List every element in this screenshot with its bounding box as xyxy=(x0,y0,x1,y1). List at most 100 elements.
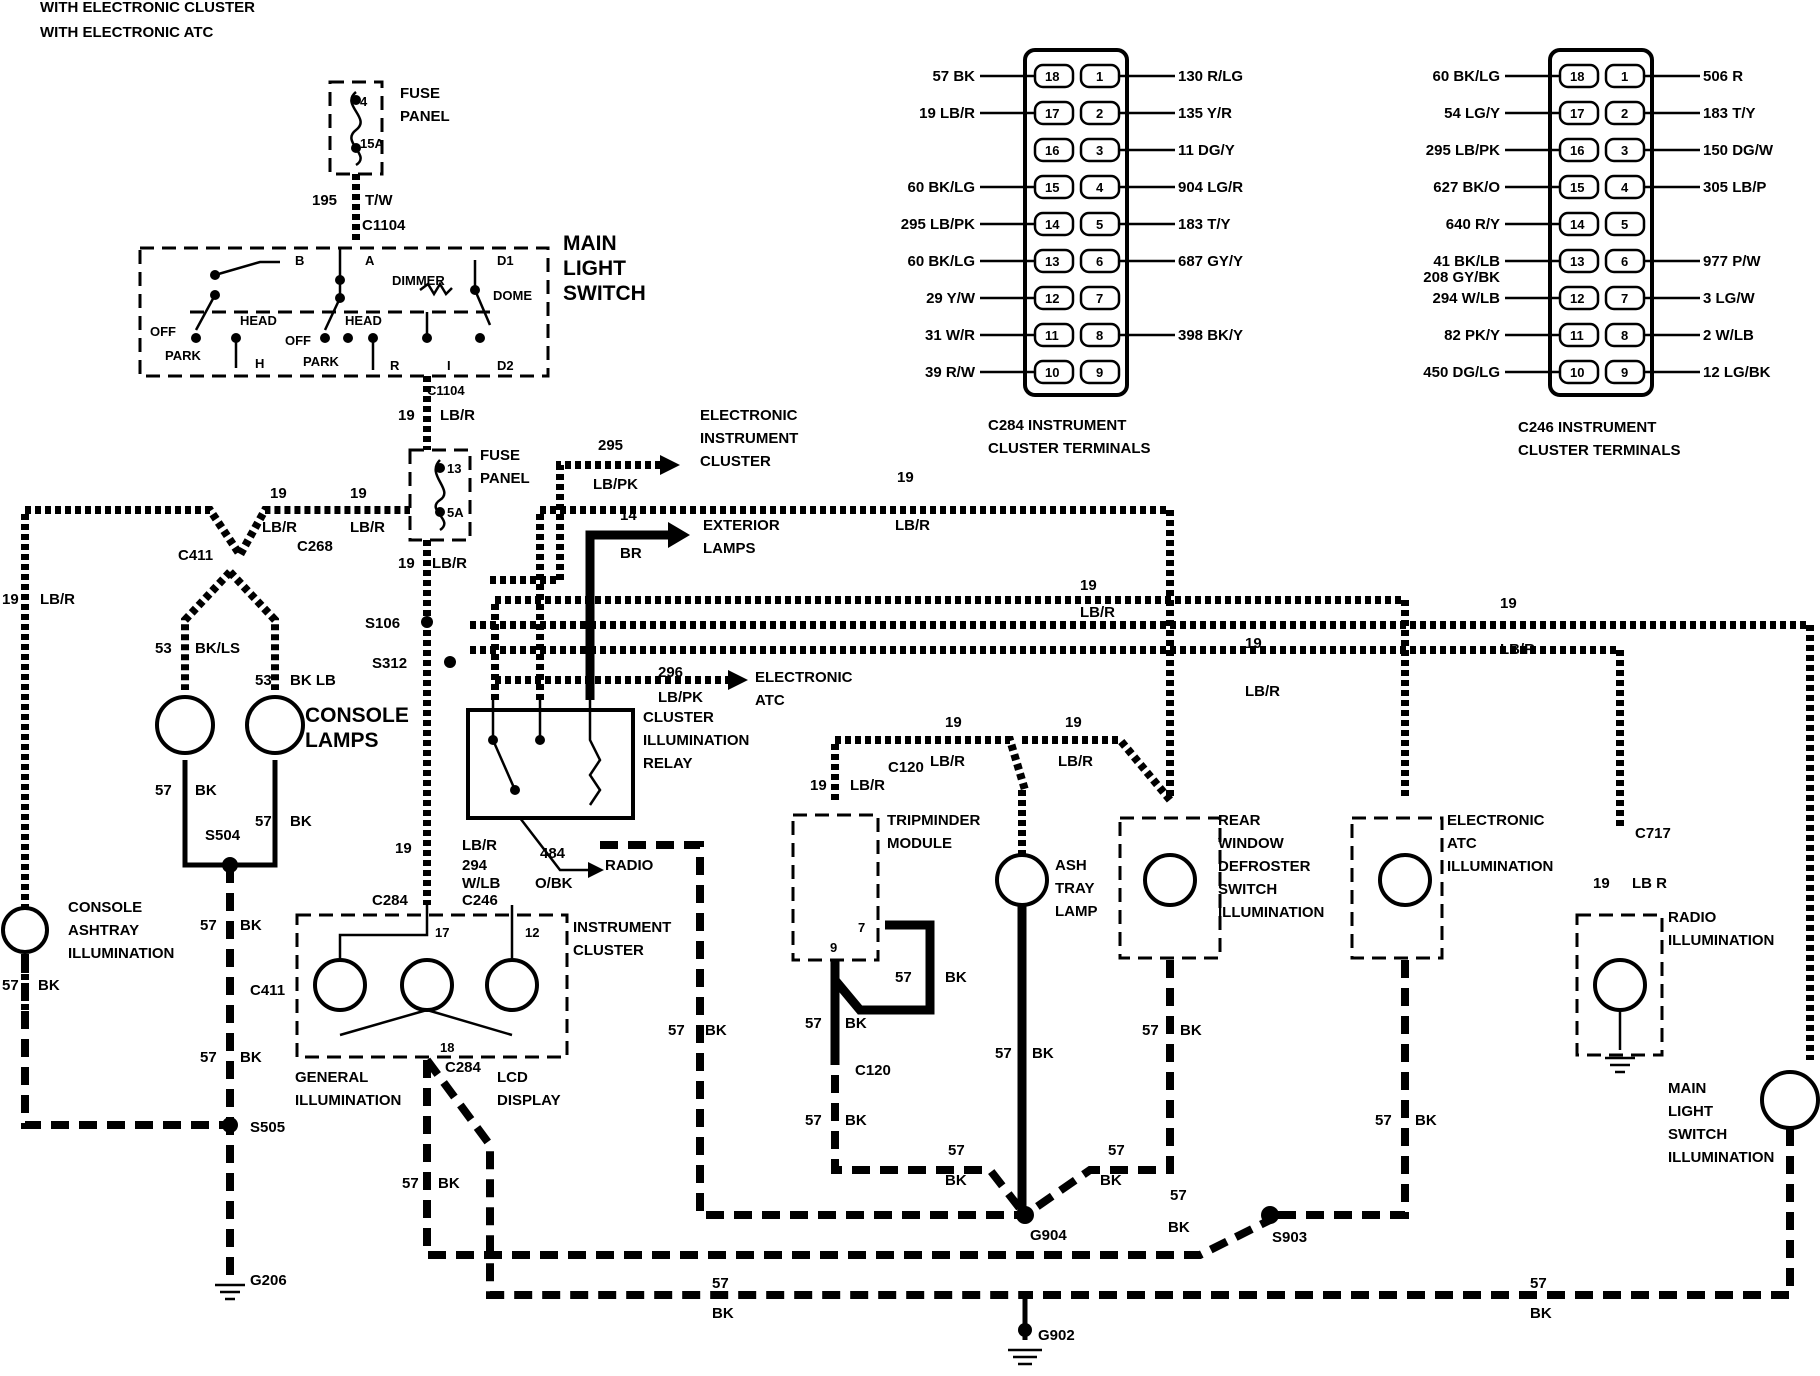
c1104-bottom: C1104 xyxy=(427,383,465,398)
instrument-cluster: C284 C246 17 12 18 INSTRUMENT CLUSTER xyxy=(295,892,671,1059)
mls-pin-h: H xyxy=(255,356,264,371)
wire-bk-i: BK xyxy=(945,969,967,986)
c284-left-wire-11: 31 W/R xyxy=(925,327,975,344)
wire-57-m: 57 xyxy=(995,1045,1012,1062)
mls-illum-3: SWITCH xyxy=(1668,1126,1727,1143)
cluster-pin-17: 17 xyxy=(435,925,449,940)
c246: C246 xyxy=(462,892,498,909)
c246-pin-label-9: 9 xyxy=(1621,365,1628,380)
mls-head-2: HEAD xyxy=(345,313,382,328)
c284-pin-label-3: 3 xyxy=(1096,143,1103,158)
wire-57-i: 57 xyxy=(895,969,912,986)
c246-right-wire-6: 977 P/W xyxy=(1703,253,1761,270)
c246-right-wire-2: 183 T/Y xyxy=(1703,105,1756,122)
rear-window-2: WINDOW xyxy=(1218,835,1285,852)
wire-57-r: 57 xyxy=(1530,1275,1547,1292)
wire-bk-p: BK xyxy=(1415,1112,1437,1129)
c284-right-wire-2: 135 Y/R xyxy=(1178,105,1232,122)
wire-57-n: 57 xyxy=(1142,1022,1159,1039)
c284-right-wire-3: 11 DG/Y xyxy=(1178,142,1235,159)
wire-57-b: 57 xyxy=(255,813,272,830)
c284-right-wire-4: 904 LG/R xyxy=(1178,179,1243,196)
c284-pin-label-14: 14 xyxy=(1045,217,1060,232)
wire-295-a: 295 xyxy=(598,437,623,454)
relay-label-3: RELAY xyxy=(643,755,692,772)
cluster-pin-12: 12 xyxy=(525,925,539,940)
c284-pin-label-13: 13 xyxy=(1045,254,1059,269)
c717: C717 xyxy=(1635,825,1671,842)
ext-lamps-2: LAMPS xyxy=(703,540,756,557)
c284-pin-label-15: 15 xyxy=(1045,180,1059,195)
c284-pin-7 xyxy=(1079,285,1121,311)
relay-label-2: ILLUMINATION xyxy=(643,732,749,749)
s106: S106 xyxy=(365,615,400,632)
s312: S312 xyxy=(372,655,407,672)
wire-57-q: 57 xyxy=(1170,1187,1187,1204)
cluster-illumination-relay: CLUSTER ILLUMINATION RELAY xyxy=(466,700,749,820)
g904: G904 xyxy=(1030,1227,1067,1244)
wire-lbr-a: LB/R xyxy=(440,407,475,424)
c284-pin-label-8: 8 xyxy=(1096,328,1103,343)
c246-left-wire-extra: 208 GY/BK xyxy=(1423,269,1500,286)
c246-caption-2: CLUSTER TERMINALS xyxy=(1518,442,1681,459)
ash-tray-lamp: ASH TRAY LAMP xyxy=(995,853,1098,920)
c284-pin-label-16: 16 xyxy=(1045,143,1059,158)
wire-19-l: 19 xyxy=(945,714,962,731)
c246-pin-label-10: 10 xyxy=(1570,365,1584,380)
c246-pin-label-4: 4 xyxy=(1621,180,1629,195)
c284-top: C284 xyxy=(372,892,409,909)
c246-pin-label-14: 14 xyxy=(1570,217,1585,232)
c246-pin-label-5: 5 xyxy=(1621,217,1628,232)
c246-caption-1: C246 INSTRUMENT xyxy=(1518,419,1656,436)
mls-illum-1: MAIN xyxy=(1668,1080,1706,1097)
wire-294: 294 xyxy=(462,857,488,874)
wire-bk-o: BK xyxy=(1100,1172,1122,1189)
wire-57-h: 57 xyxy=(712,1275,729,1292)
tripminder-pin-9: 9 xyxy=(830,940,837,955)
c246-pin-label-18: 18 xyxy=(1570,69,1584,84)
c246-left-wire-18: 60 BK/LG xyxy=(1432,68,1500,85)
c246-left-wire-15: 627 BK/O xyxy=(1433,179,1500,196)
relay-label-1: CLUSTER xyxy=(643,709,714,726)
c284-pin-label-7: 7 xyxy=(1096,291,1103,306)
mls-illum-4: ILLUMINATION xyxy=(1668,1149,1774,1166)
c284-pin-label-9: 9 xyxy=(1096,365,1103,380)
wire-57-e: 57 xyxy=(2,977,19,994)
elec-cluster-2: INSTRUMENT xyxy=(700,430,798,447)
rear-window-1: REAR xyxy=(1218,812,1261,829)
ashtray-1: ASH xyxy=(1055,857,1087,874)
c284-pin-label-5: 5 xyxy=(1096,217,1103,232)
c246-pin-label-15: 15 xyxy=(1570,180,1584,195)
wire-19-n: 19 xyxy=(1593,875,1610,892)
c246-pin-label-6: 6 xyxy=(1621,254,1628,269)
c284-pin-label-6: 6 xyxy=(1096,254,1103,269)
c246-pin-label-1: 1 xyxy=(1621,69,1628,84)
g902: G902 xyxy=(1038,1327,1075,1344)
main-light-switch-illum-lamp xyxy=(1760,1070,1820,1130)
c120-top: C120 xyxy=(888,759,924,776)
atc-illum-1: ELECTRONIC xyxy=(1447,812,1545,829)
wire-57-j: 57 xyxy=(805,1015,822,1032)
fuse-mid-rating: 5A xyxy=(447,505,464,520)
wire-19-c: 19 xyxy=(350,485,367,502)
fuse-mid-label-2: PANEL xyxy=(480,470,530,487)
elec-atc-1: ELECTRONIC xyxy=(755,669,853,686)
c246-left-wire-12: 294 W/LB xyxy=(1432,290,1500,307)
c284-left-wire-10: 39 R/W xyxy=(925,364,976,381)
wire-53-b: 53 xyxy=(255,672,272,689)
c284-pin-label-12: 12 xyxy=(1045,291,1059,306)
wire-bklb: BK LB xyxy=(290,672,336,689)
ashtray-2: TRAY xyxy=(1055,880,1094,897)
wire-obk: O/BK xyxy=(535,875,573,892)
wire-wlb: W/LB xyxy=(462,875,500,892)
wire-bk-d: BK xyxy=(240,1049,262,1066)
c284-pin-label-11: 11 xyxy=(1045,328,1059,343)
mls-pin-d1: D1 xyxy=(497,253,514,268)
c284-caption-1: C284 INSTRUMENT xyxy=(988,417,1126,434)
wire-bk-q: BK xyxy=(1168,1219,1190,1236)
c246-left-wire-13: 41 BK/LB xyxy=(1433,253,1500,270)
mls-park-2: PARK xyxy=(303,354,339,369)
wire-bk-j: BK xyxy=(845,1015,867,1032)
console-lamp-right xyxy=(245,695,305,755)
